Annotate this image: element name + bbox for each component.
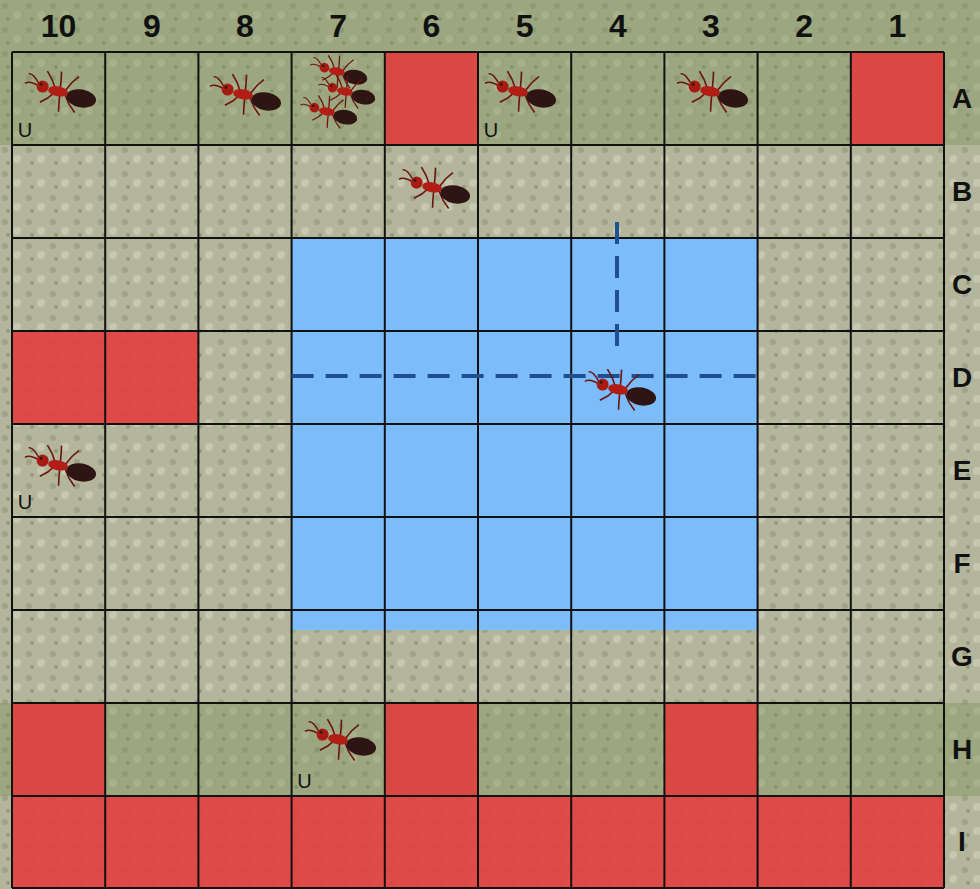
water-zone <box>292 238 758 630</box>
grid-line <box>12 423 944 425</box>
ant-icon <box>297 91 360 133</box>
row-letter: F <box>953 550 970 578</box>
ant-icon <box>315 71 378 113</box>
grid-line <box>570 52 572 888</box>
grid-line <box>12 795 944 797</box>
red-cell <box>851 796 944 888</box>
grid-line <box>12 144 944 146</box>
column-number: 5 <box>516 10 534 42</box>
red-cell <box>12 703 105 796</box>
column-number: 10 <box>41 10 77 42</box>
row-letter: D <box>952 364 972 392</box>
column-number: 1 <box>888 10 906 42</box>
grid-line <box>663 52 665 888</box>
row-letter: A <box>952 85 972 113</box>
row-letter: I <box>958 828 966 856</box>
column-number: 3 <box>702 10 720 42</box>
grid-line <box>477 52 479 888</box>
grid-line <box>291 52 293 888</box>
grid-line <box>943 52 945 888</box>
red-cell <box>12 796 105 888</box>
row-letter: B <box>952 178 972 206</box>
grid-line <box>11 52 13 888</box>
grid-line <box>104 52 106 888</box>
grid-line <box>12 330 944 332</box>
column-number: 8 <box>236 10 254 42</box>
grid-line <box>850 52 852 888</box>
ant-icon <box>206 69 285 121</box>
row-letter: E <box>953 457 972 485</box>
grid-line <box>12 516 944 518</box>
red-cell <box>478 796 571 888</box>
grid-line <box>12 887 944 889</box>
column-number: 6 <box>422 10 440 42</box>
grid-line <box>12 609 944 611</box>
red-cell <box>851 52 944 145</box>
grass-band <box>0 0 980 145</box>
grass-band <box>0 703 980 796</box>
column-number: 7 <box>329 10 347 42</box>
grid-line <box>12 702 944 704</box>
grid-line <box>197 52 199 888</box>
row-letter: C <box>952 271 972 299</box>
ant-icon <box>21 440 100 492</box>
grid-line <box>757 52 759 888</box>
red-cell <box>105 796 198 888</box>
row-letter: G <box>951 643 973 671</box>
cell-marker: U <box>18 492 32 512</box>
red-cell <box>664 796 757 888</box>
row-letter: H <box>952 736 972 764</box>
cell-marker: U <box>297 771 311 791</box>
ant-icon <box>307 51 370 93</box>
ant-icon <box>581 364 660 416</box>
red-cell <box>758 796 851 888</box>
dashed-line <box>615 222 619 358</box>
column-number: 9 <box>143 10 161 42</box>
red-cell <box>571 796 664 888</box>
grid-line <box>12 51 944 53</box>
red-cell <box>292 796 385 888</box>
grid-line <box>12 237 944 239</box>
red-cell <box>385 52 478 145</box>
cell-marker: U <box>484 120 498 140</box>
red-cell <box>385 796 478 888</box>
ant-icon <box>395 162 474 214</box>
red-cell <box>664 703 757 796</box>
red-cell <box>385 703 478 796</box>
column-number: 4 <box>609 10 627 42</box>
grid-lines <box>12 52 944 888</box>
ant-icon <box>21 66 100 118</box>
red-cell <box>105 331 198 424</box>
red-cell <box>198 796 291 888</box>
ant-icon <box>481 66 560 118</box>
ant-icon <box>673 66 752 118</box>
column-number: 2 <box>795 10 813 42</box>
dashed-line <box>292 374 758 378</box>
grid-line <box>384 52 386 888</box>
cell-marker: U <box>18 120 32 140</box>
red-cell <box>12 331 105 424</box>
ant-icon <box>301 714 380 766</box>
